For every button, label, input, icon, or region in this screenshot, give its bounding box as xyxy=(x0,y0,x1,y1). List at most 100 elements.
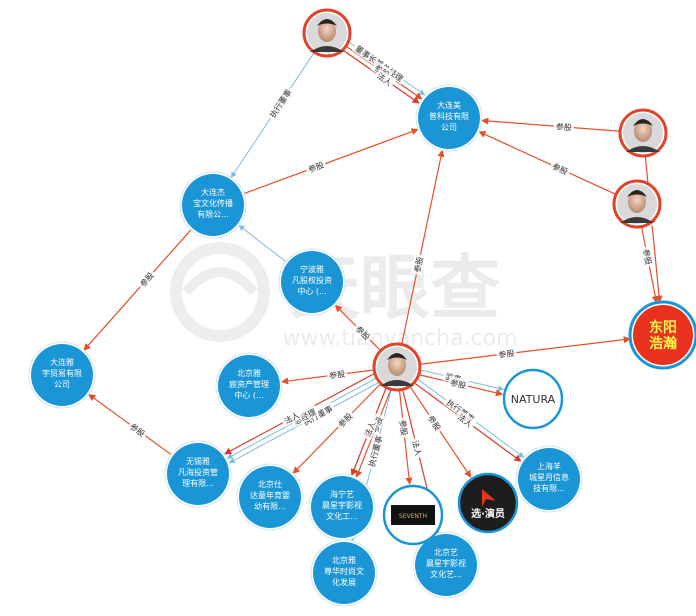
edge-label-group: 参股 xyxy=(495,346,518,360)
edge-label-group: 参股 xyxy=(640,245,656,268)
company-name-line: 宸资产管理 xyxy=(229,379,269,389)
edge-invest-c_left_upper-c_top xyxy=(241,128,419,195)
company-name-line: 无锡雅 xyxy=(186,456,210,466)
company-name-line: 上海羊 xyxy=(537,461,561,471)
edge-label-group: 参股 xyxy=(397,417,411,439)
company-name-line: 公司 xyxy=(54,380,70,389)
node-c_hk[interactable]: 海宁艺晨星宇影视文化工... xyxy=(308,473,376,541)
dark-logo-icon xyxy=(391,505,435,525)
company-name-line: 北京雅 xyxy=(237,368,261,378)
edge-invest-p_center-c_dongyang xyxy=(416,336,631,366)
edge-label: 参股 xyxy=(307,160,325,175)
edge-label: 执行董事 xyxy=(267,87,293,119)
edge-label-bg xyxy=(289,404,320,428)
edge-label-bg xyxy=(360,417,379,441)
person-photo-icon xyxy=(617,184,657,224)
company-name-line: 北京仕 xyxy=(258,479,282,489)
edge-label-bg xyxy=(397,417,411,439)
node-c_bj_film[interactable]: 北京艺晨星宇影视文化艺... xyxy=(412,531,480,599)
company-circle xyxy=(418,87,480,149)
company-name-line: 技有限... xyxy=(533,483,565,493)
edge-label-group: 参股 xyxy=(424,411,445,434)
edge-label-bg xyxy=(447,375,470,392)
company-name-line: 公司 xyxy=(441,123,457,132)
company-circle xyxy=(218,355,280,417)
company-circle xyxy=(415,534,477,596)
edge-label: 参股 xyxy=(449,377,467,390)
edge-invest-c_left_upper-c_left xyxy=(83,227,193,351)
node-c_left_upper[interactable]: 大连杰宝文化传播有限公... xyxy=(179,171,247,239)
edge-label-bg xyxy=(333,408,356,431)
edge-invest-p_right1-c_top xyxy=(481,117,624,133)
edge-label-group: 参股 xyxy=(304,157,328,176)
edge-label-group: 法人 xyxy=(409,436,426,459)
company-name-line: 凡海投资管 xyxy=(178,467,218,477)
dark-logo-text: SEVENTH xyxy=(399,513,427,520)
node-c_beijing_yasheng[interactable]: 北京仕达童年育婴幼有限... xyxy=(236,463,304,531)
edge-label: 参股 xyxy=(398,419,410,436)
company-name-line: 有限公... xyxy=(197,209,229,219)
xuanyan-logo-text: 选·演员 xyxy=(471,507,505,520)
edge-label-bg xyxy=(548,159,572,178)
company-circle xyxy=(31,344,93,406)
edge-label-group: 参股 xyxy=(326,367,348,381)
edge-label: 参股 xyxy=(498,348,515,360)
edge-label-group: 参股 xyxy=(447,375,470,392)
company-name-line: 大连雅 xyxy=(50,357,74,367)
node-p_right2[interactable] xyxy=(612,179,662,229)
company-name-line: 理有限... xyxy=(182,478,214,488)
edge-invest-p_right1-c_dongyang xyxy=(644,152,663,303)
company-name-line: 幼有限... xyxy=(254,501,286,511)
edge-label-bg xyxy=(352,321,375,344)
company-circle xyxy=(239,466,301,528)
dongyang-logo-icon xyxy=(633,305,693,365)
edge-label-bg xyxy=(410,253,426,276)
node-c_shanghai[interactable]: 上海羊城星月信息技有限... xyxy=(515,445,583,513)
company-circle xyxy=(311,476,373,538)
company-circle xyxy=(313,542,375,604)
company-name-line: 文化艺... xyxy=(430,569,462,579)
edge-label: 法人 xyxy=(410,439,424,457)
node-c_dark[interactable]: SEVENTH xyxy=(382,484,444,546)
person-photo-icon xyxy=(377,347,417,387)
company-circle xyxy=(182,174,244,236)
node-c_xuanyan[interactable]: 选·演员 xyxy=(457,472,519,534)
edge-label: 参股 xyxy=(555,121,572,132)
edge-label-bg xyxy=(280,407,303,428)
node-c_wuxi[interactable]: 无锡雅凡海投资管理有限... xyxy=(164,440,232,508)
edge-label: 参股 xyxy=(412,256,425,274)
node-c_natura[interactable]: NATURA xyxy=(502,368,564,430)
person-photo-icon xyxy=(623,113,663,153)
company-name-line: 化发展 xyxy=(332,577,356,587)
node-p_right1[interactable] xyxy=(618,108,668,158)
person-photo-icon xyxy=(307,13,347,53)
edge-label-bg xyxy=(495,346,518,360)
company-name-line: 宝文化传播 xyxy=(193,198,233,208)
node-p_top[interactable] xyxy=(302,8,352,58)
edge-label-bg xyxy=(126,419,150,440)
company-name-line: 中心 (... xyxy=(297,286,326,296)
company-name-line: 海宁艺 xyxy=(330,489,354,499)
edge-label-bg xyxy=(553,120,575,133)
logo-ring xyxy=(457,472,519,534)
company-name-line: 达童年育婴 xyxy=(250,490,290,500)
company-circle xyxy=(281,251,343,313)
edge-label: 参股 xyxy=(329,369,346,381)
node-p_center[interactable] xyxy=(372,342,422,392)
edge-label-bg xyxy=(135,268,158,291)
edge-label-bg xyxy=(373,68,397,90)
edge-label-bg xyxy=(326,367,348,381)
company-circle xyxy=(167,443,229,505)
edge-label-bg xyxy=(424,411,445,434)
logo-text: 浩瀚 xyxy=(649,335,677,352)
company-name-line: 晨星宇影视 xyxy=(426,558,466,568)
company-name-line: 北京雅 xyxy=(332,555,356,565)
